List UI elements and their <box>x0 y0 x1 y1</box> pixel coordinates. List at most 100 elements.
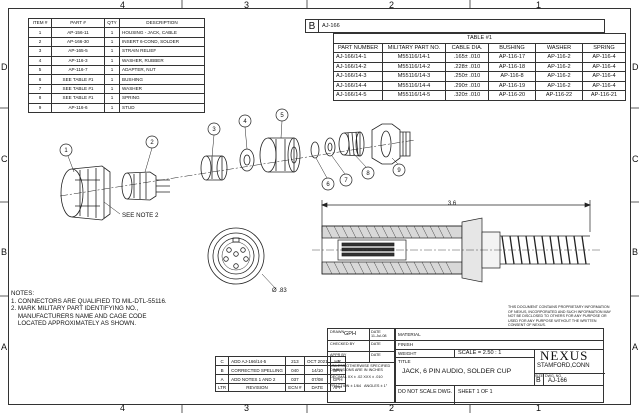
checked-label: CHECKED BY <box>330 342 355 346</box>
zone-row-a-right: A <box>632 342 639 352</box>
balloon-label: 9 <box>397 168 401 174</box>
zone-row-b-right: B <box>632 247 639 257</box>
balloon-label: 5 <box>280 113 284 119</box>
revision-header: APP <box>329 383 346 392</box>
bushing-part <box>310 141 320 159</box>
approved-label: APPR BY <box>330 353 347 357</box>
revision-cell: CORRECTED SPELLING <box>228 365 286 375</box>
revision-cell: B <box>214 365 230 375</box>
finish-label: FINISH <box>398 342 414 347</box>
zone-col-3-bottom: 3 <box>244 403 250 413</box>
balloon-group <box>59 108 406 191</box>
washer-part <box>239 148 255 172</box>
zone-col-1-bottom: 1 <box>536 403 542 413</box>
zone-row-b-left: B <box>1 247 8 257</box>
size-label: SIZE <box>535 374 543 378</box>
see-note-label: SEE NOTE 2 <box>122 212 159 219</box>
revision-cell: 213 <box>284 356 305 366</box>
zone-row-d-left: D <box>1 62 8 72</box>
weight-label: WEIGHT <box>398 351 417 356</box>
diameter-dimension: Ø .83 <box>272 288 287 294</box>
table-1: TABLE #1 PART NUMBER MILITARY PART NO. C… <box>333 33 626 101</box>
date-label-3: DATE <box>371 353 381 357</box>
balloon-7 <box>339 173 353 187</box>
date-label-2: DATE <box>371 342 381 346</box>
balloon-label: 6 <box>326 182 330 188</box>
balloon-label: 7 <box>344 178 348 184</box>
company-city: STAMFORD,CONN <box>537 363 590 369</box>
material-label: MATERIAL <box>398 332 421 337</box>
zone-row-a-left: A <box>1 342 8 352</box>
dwg-number: AJ-166 <box>548 378 568 384</box>
note-line: LOCATED APPROXIMATELY AS SHOWN. <box>11 320 137 328</box>
bom-cell: STUD <box>119 102 205 113</box>
adapter-nut-part <box>259 137 301 173</box>
balloon-label: 1 <box>64 148 68 154</box>
zone-col-4-top: 4 <box>120 0 126 10</box>
zone-col-4-bottom: 4 <box>120 403 126 413</box>
no-scale-note: DO NOT SCALE DWG. <box>398 389 453 395</box>
title-label: TITLE <box>398 359 411 364</box>
housing-part <box>60 165 111 221</box>
note-line: 1. CONNECTORS ARE QUALIFIED TO MIL-DTL-5… <box>11 297 167 305</box>
exploded-view <box>59 123 416 221</box>
fraction-tolerance: FRACTION ± 1/64 <box>330 384 361 388</box>
notes-title: NOTES: <box>11 290 35 297</box>
title-block: MATERIAL FINISH WEIGHT SCALE = 2.50 : 1 … <box>395 328 605 404</box>
size-letter: B <box>306 20 319 33</box>
size-value: B <box>536 377 541 384</box>
stud-part <box>371 123 411 165</box>
revision-header: ECN # <box>284 383 305 392</box>
drawing-number-box: B AJ-166 <box>305 19 605 33</box>
spring-part <box>338 131 365 157</box>
zone-row-c-left: C <box>1 154 8 164</box>
drawn-label: DRAWN <box>330 330 345 334</box>
balloon-1 <box>59 143 73 157</box>
company-logo: NEXUS <box>540 348 589 363</box>
decimal-tolerance: DECIMAL XX ± .02 XXX ± .010 <box>330 375 383 379</box>
drawing-number: AJ-166 <box>322 23 340 29</box>
notes-block: NOTES: 1. CONNECTORS ARE QUALIFIED TO MI… <box>11 290 167 328</box>
balloon-label: 3 <box>212 127 216 133</box>
balloon-label: 4 <box>243 119 247 125</box>
section-view <box>312 200 600 283</box>
zone-row-d-right: D <box>632 62 639 72</box>
washer-7-part <box>324 137 336 157</box>
insert-part <box>121 171 170 201</box>
zone-col-1-top: 1 <box>536 0 542 10</box>
dwg-label: DWG. NO. <box>545 374 563 378</box>
revision-cell: 037 <box>284 374 305 384</box>
drawing-title: JACK, 6 PIN AUDIO, SOLDER CUP <box>402 368 512 375</box>
table-1-cell: AP-116-21 <box>582 90 626 101</box>
leader-lines <box>67 120 399 215</box>
zone-col-2-bottom: 2 <box>389 403 395 413</box>
end-view <box>207 227 277 290</box>
revision-header: LTR <box>214 383 230 392</box>
zone-row-c-right: C <box>632 154 639 164</box>
date-label: DATE <box>371 330 381 334</box>
length-dimension: 3.6 <box>448 201 457 207</box>
strain-relief-part <box>200 155 228 181</box>
tolerance-note: UNLESS OTHERWISE SPECIFIED DIMENSIONS AR… <box>330 364 391 373</box>
angle-tolerance: ANGLES ± 1° <box>364 384 388 388</box>
revision-cell: 040 <box>284 365 305 375</box>
approval-block: DRAWN GPH DATE 11-Jul-08 CHECKED BY DATE… <box>327 328 395 403</box>
balloon-label: 8 <box>366 171 370 177</box>
balloon-label: 2 <box>150 140 154 146</box>
note-line: 2. MARK MILITARY PART IDENTIFYING NO., <box>11 305 139 313</box>
sheet-count: SHEET 1 OF 1 <box>458 389 493 395</box>
balloon-9 <box>392 163 406 177</box>
note-line: MANUFACTURERS NAME AND CAGE CODE <box>11 312 147 320</box>
revision-cell: ADD NOTES 1 AND 2 <box>228 374 286 384</box>
